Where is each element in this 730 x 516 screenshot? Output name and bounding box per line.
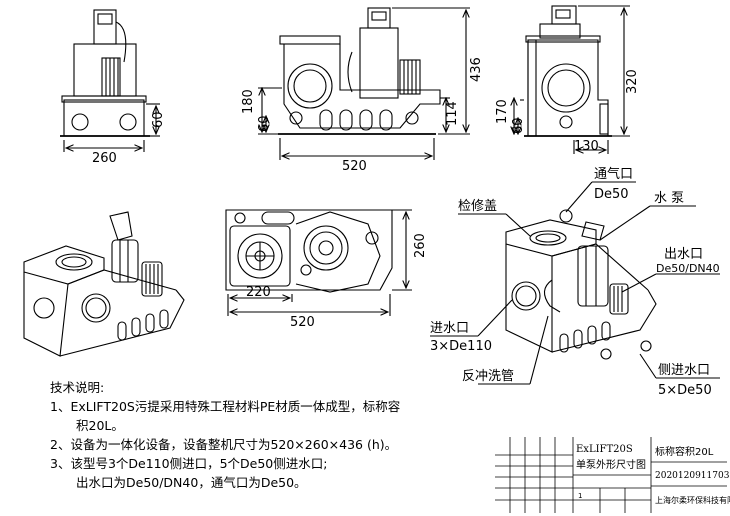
dim-side-right-inlet-height: 170: [495, 99, 510, 124]
dim-side-right-height: 320: [625, 69, 640, 94]
dim-front-outlet-height: 114: [445, 101, 460, 126]
dim-top-partial: 220: [246, 285, 271, 300]
notes-item-1: 1、ExLIFT20S污提采用特殊工程材料PE材质一体成型，标称容: [50, 399, 401, 414]
title-company: 上海尔柔环保科技有限公司: [655, 495, 730, 505]
callout-outlet: 出水口: [664, 247, 703, 262]
callout-leaders: [430, 181, 720, 385]
callout-outlet-size: De50/DN40: [656, 262, 720, 275]
callout-backflush: 反冲洗管: [462, 369, 514, 384]
title-model: ExLIFT20S: [576, 444, 633, 455]
top-view: [225, 209, 412, 316]
side-view-left: [60, 9, 160, 152]
callout-inlet-size: 3×De110: [430, 339, 492, 354]
dim-side-left-base: 60: [151, 111, 166, 128]
front-view: [258, 7, 470, 160]
notes-item-3-cont: 出水口为De50/DN40，通气口为De50。: [76, 475, 307, 490]
notes-heading: 技术说明:: [50, 380, 105, 395]
dim-side-right-base: 60: [511, 117, 526, 134]
dim-side-right-depth: 130: [574, 139, 599, 154]
notes-item-2: 2、设备为一体化设备，设备整机尺寸为520×260×436 (h)。: [50, 437, 398, 452]
callout-vent-size: De50: [594, 187, 629, 202]
callout-access-cover: 检修盖: [458, 199, 497, 214]
notes-item-1-cont: 积20L。: [76, 418, 124, 433]
dim-front-width: 520: [342, 159, 367, 174]
isometric-view-right: [505, 209, 657, 360]
dim-front-total-height: 436: [469, 57, 484, 82]
dim-side-left-width: 260: [92, 151, 117, 166]
dim-front-base: 60: [257, 115, 272, 132]
side-view-right: [514, 5, 630, 154]
dim-top-depth: 260: [413, 233, 428, 258]
isometric-view-left: [23, 211, 185, 357]
callout-pump: 水 泵: [654, 191, 684, 206]
callout-side-inlet-size: 5×De50: [658, 383, 712, 398]
title-sheet-mark: 1: [578, 492, 582, 500]
callout-side-inlet: 侧进水口: [658, 363, 710, 378]
callout-vent: 通气口: [594, 166, 633, 182]
title-block-grid: [495, 437, 727, 513]
technical-notes: 技术说明: 1、ExLIFT20S污提采用特殊工程材料PE材质一体成型，标称容 …: [50, 378, 400, 492]
dim-front-inlet-height: 180: [241, 89, 256, 114]
title-capacity: 标称容积20L: [655, 445, 714, 458]
title-doc-no: 20201209117030: [655, 471, 730, 481]
callout-inlet: 进水口: [430, 321, 469, 336]
title-name: 单泵外形尺寸图: [576, 458, 646, 471]
dim-top-width: 520: [290, 315, 315, 330]
notes-item-3: 3、该型号3个De110侧进口，5个De50侧进水口;: [50, 456, 328, 471]
